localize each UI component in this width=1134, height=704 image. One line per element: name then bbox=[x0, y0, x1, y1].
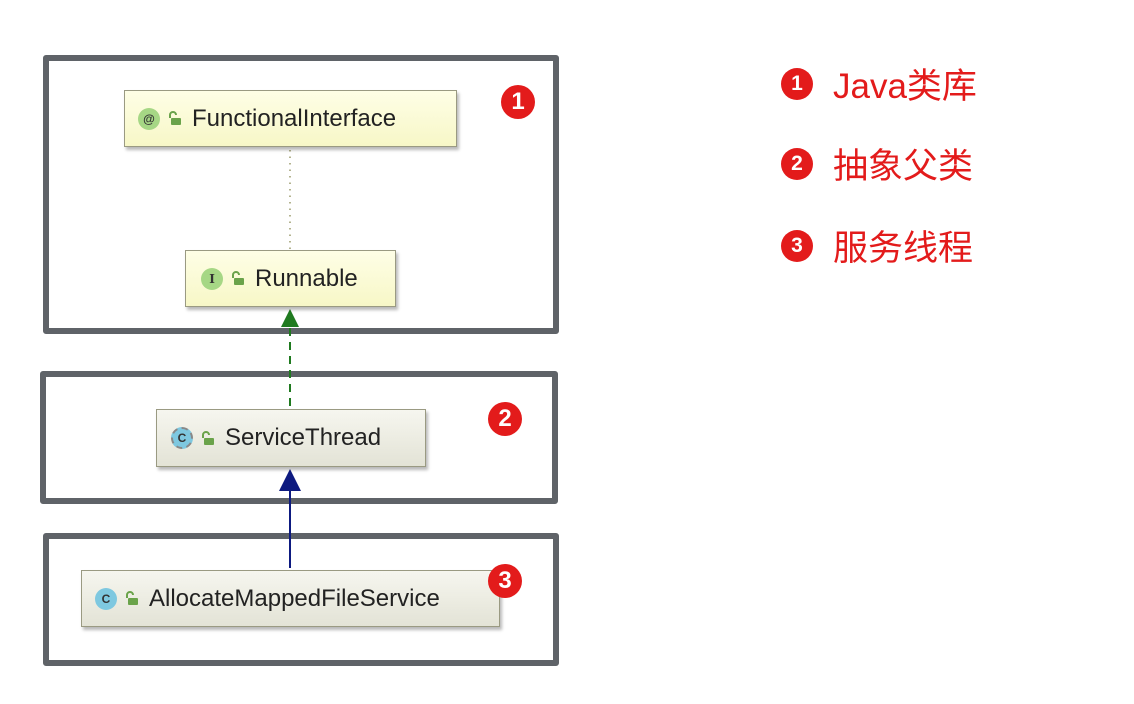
node-allocate-mapped-file-service[interactable]: C AllocateMappedFileService bbox=[81, 570, 500, 627]
node-label: AllocateMappedFileService bbox=[149, 584, 440, 612]
legend-item-1: 1 Java类库 bbox=[781, 58, 977, 109]
node-functional-interface[interactable]: @ FunctionalInterface bbox=[124, 90, 457, 147]
group-marker-1: 1 bbox=[501, 85, 535, 119]
node-runnable[interactable]: I Runnable bbox=[185, 250, 396, 307]
node-service-thread[interactable]: C ServiceThread bbox=[156, 409, 426, 467]
public-lock-icon bbox=[202, 430, 214, 445]
implements-arrowhead bbox=[281, 309, 299, 327]
public-lock-icon bbox=[126, 591, 138, 605]
legend-number: 2 bbox=[781, 147, 813, 180]
node-label: ServiceThread bbox=[225, 424, 382, 451]
legend-number: 1 bbox=[781, 67, 813, 100]
legend-label: Java类库 bbox=[833, 67, 977, 106]
public-lock-icon bbox=[169, 111, 181, 125]
node-label: Runnable bbox=[255, 264, 358, 292]
public-lock-icon bbox=[232, 271, 244, 285]
legend-number: 3 bbox=[781, 229, 813, 262]
interface-type-icon: I bbox=[201, 267, 223, 290]
legend-label: 服务线程 bbox=[833, 229, 974, 268]
abstract-class-type-icon: C bbox=[171, 427, 193, 449]
extends-arrowhead bbox=[279, 469, 301, 491]
annotation-type-icon: @ bbox=[138, 107, 160, 130]
node-label: FunctionalInterface bbox=[192, 104, 397, 132]
group-marker-3: 3 bbox=[488, 564, 522, 598]
legend-item-2: 2 抽象父类 bbox=[781, 138, 973, 189]
group-marker-2: 2 bbox=[488, 402, 522, 436]
legend-label: 抽象父类 bbox=[833, 147, 974, 186]
class-type-icon: C bbox=[95, 587, 117, 610]
legend-item-3: 3 服务线程 bbox=[781, 220, 973, 271]
